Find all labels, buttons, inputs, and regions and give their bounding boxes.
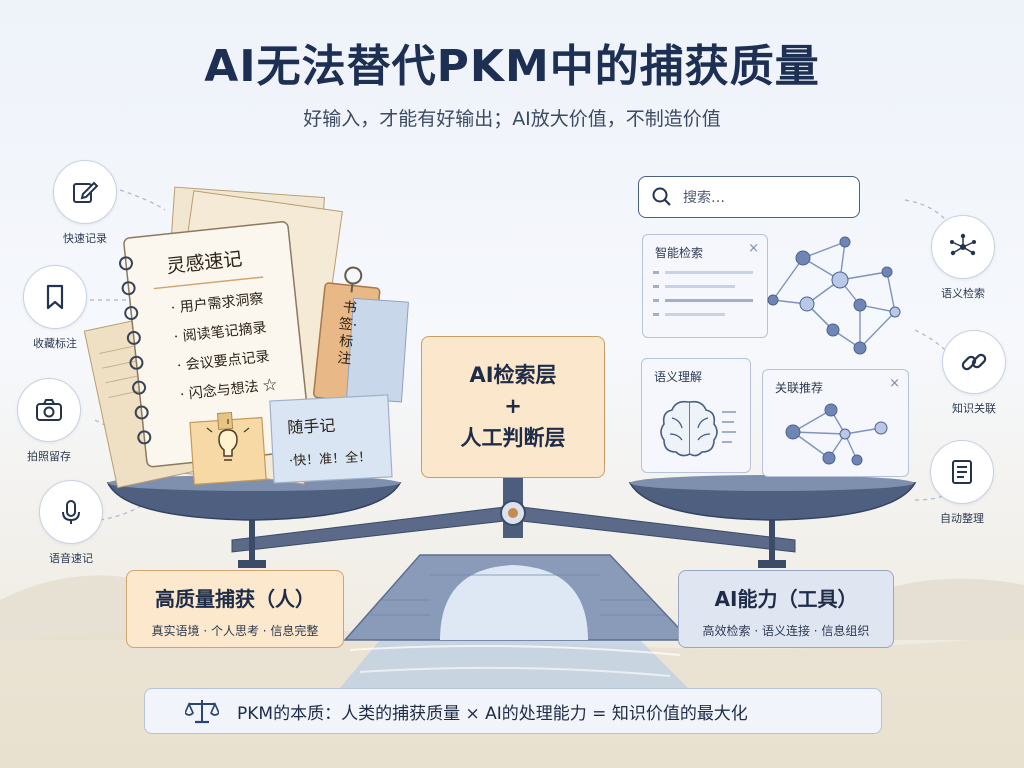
sticky-note-text: 随手记 ·快！准！全！: [287, 410, 372, 469]
bookmark-annotate-item: 收藏标注: [10, 265, 100, 351]
center-layer-box: AI检索层 + 人工判断层: [421, 336, 605, 478]
recommend-graph: [785, 403, 888, 466]
pkm-essence-banner: PKM的本质：人类的捕获质量 × AI的处理能力 = 知识价值的最大化: [144, 688, 882, 734]
link-icon: [961, 353, 987, 371]
center-plus: +: [504, 394, 522, 419]
document-list-icon: [952, 460, 972, 484]
result-lines: [653, 271, 753, 316]
related-recommend-card: 关联推荐 ×: [762, 369, 909, 477]
knowledge-link-item: 知识关联: [929, 330, 1019, 416]
semantic-search-label: 语义检索: [941, 287, 985, 300]
ai-ability-subtitle: 高效检索 · 语义连接 · 信息组织: [702, 624, 870, 638]
sticky-note-title: 随手记: [286, 415, 336, 438]
photo-save-label: 拍照留存: [27, 450, 71, 463]
human-capture-subtitle: 真实语境 · 个人思考 · 信息完整: [151, 624, 319, 638]
ai-ability-title: AI能力（工具）: [714, 587, 858, 611]
knowledge-link-label: 知识关联: [952, 402, 996, 415]
quick-record-item: 快速记录: [40, 160, 130, 246]
bookmark-icon: [46, 284, 64, 310]
page-subtitle: 好输入，才能有好输出；AI放大价值，不制造价值: [303, 108, 721, 130]
camera-icon: [36, 399, 62, 421]
quick-record-label: 快速记录: [63, 232, 107, 245]
card-title: 关联推荐: [775, 381, 824, 395]
bookmark-tag-line: 标注: [336, 333, 354, 368]
auto-organize-label: 自动整理: [940, 512, 984, 525]
voice-memo-item: 语音速记: [26, 480, 116, 566]
center-line: 人工判断层: [460, 425, 566, 450]
page-title: AI无法替代PKM中的捕获质量: [204, 41, 820, 92]
lightbulb-icon: [206, 419, 250, 461]
human-capture-title: 高质量捕获（人）: [155, 587, 315, 611]
human-capture-box: 高质量捕获（人） 真实语境 · 个人思考 · 信息完整: [126, 570, 344, 648]
knowledge-graph: [767, 236, 901, 355]
voice-memo-label: 语音速记: [49, 552, 93, 565]
bookmark-annotate-label: 收藏标注: [33, 337, 77, 350]
close-icon[interactable]: ×: [748, 241, 759, 256]
photo-save-item: 拍照留存: [4, 378, 94, 464]
microphone-icon: [62, 500, 80, 524]
pkm-essence-text: PKM的本质：人类的捕获质量 × AI的处理能力 = 知识价值的最大化: [237, 703, 748, 724]
ai-ability-box: AI能力（工具） 高效检索 · 语义连接 · 信息组织: [678, 570, 894, 648]
smart-search-card: 智能检索 ×: [642, 234, 768, 338]
semantic-understanding-card: 语义理解: [641, 358, 751, 473]
network-node-icon: [950, 233, 976, 256]
bookmark-tag-line: 书签·: [337, 299, 358, 334]
card-title: 语义理解: [654, 370, 703, 384]
brain-icon: [660, 400, 736, 457]
scale-icon: [185, 700, 219, 724]
search-icon: [652, 187, 671, 206]
card-title: 智能检索: [655, 246, 704, 260]
notebook-content: 灵感速记 · 用户需求洞察 · 阅读笔记摘录 · 会议要点记录 · 闪念与想法 …: [165, 242, 278, 410]
center-line: AI检索层: [469, 362, 557, 387]
close-icon[interactable]: ×: [889, 376, 900, 391]
search-input[interactable]: 搜索…: [638, 176, 860, 218]
auto-organize-item: 自动整理: [917, 440, 1007, 526]
pencil-edit-icon: [73, 181, 99, 203]
semantic-search-item: 语义检索: [918, 215, 1008, 301]
search-placeholder: 搜索…: [683, 190, 725, 206]
